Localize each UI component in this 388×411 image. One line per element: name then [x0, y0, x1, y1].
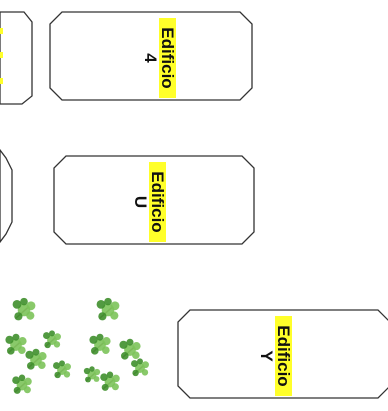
tree-icon — [5, 333, 27, 355]
tree-icon — [12, 297, 36, 321]
building-y-name: Edificio — [274, 316, 293, 396]
tree-icon — [12, 374, 32, 394]
building-4-outline[interactable] — [49, 11, 253, 101]
tree-icon — [89, 333, 111, 355]
building-y-code: Y — [257, 350, 276, 362]
building-4-code: 4 — [141, 53, 160, 63]
building-outline-partial-top[interactable] — [0, 11, 33, 105]
tree-icon — [53, 360, 71, 379]
partial-label-top — [0, 22, 8, 96]
tree-icon — [25, 348, 47, 370]
tree-icon — [119, 338, 141, 360]
building-y-label: Edificio Y — [252, 316, 293, 396]
tree-icon — [131, 358, 149, 377]
building-u-name: Edificio — [148, 162, 167, 242]
building-u-code: U — [131, 195, 150, 209]
building-u-label: Edificio U — [126, 162, 167, 242]
building-outline-partial-middle[interactable] — [0, 148, 13, 244]
tree-icon — [100, 371, 120, 391]
building-4-label: Edificio 4 — [136, 18, 177, 98]
tree-icon — [43, 330, 61, 349]
building-4-name: Edificio — [158, 18, 177, 98]
tree-icon — [96, 297, 120, 321]
tree-cluster-icon — [83, 297, 149, 391]
tree-cluster-icon — [5, 297, 71, 394]
tree-icon — [83, 366, 101, 383]
